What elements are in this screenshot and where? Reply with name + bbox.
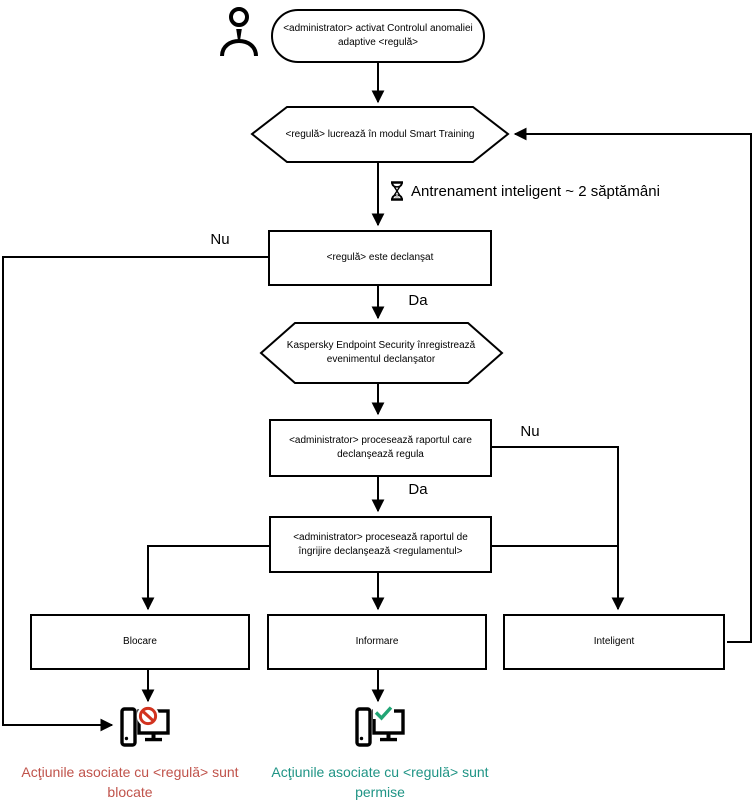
prohibit-icon: [142, 710, 154, 722]
edge-rule-nu-to-blocked-icon: [2, 256, 268, 732]
node-start-label: <administrator> activat Controlul anomal…: [283, 23, 473, 48]
node-admin-care-report: <administrator> procesează raportul de î…: [269, 516, 492, 573]
training-note-label: Antrenament inteligent ~ 2 săptămâni: [411, 182, 660, 200]
node-start: <administrator> activat Controlul anomal…: [271, 9, 485, 63]
node-rule-triggered: <regulă> este declanşat: [268, 230, 492, 286]
hexagon-smart-training: [250, 106, 510, 163]
node-admin-report: <administrator> procesează raportul care…: [269, 419, 492, 477]
node-block-label: Blocare: [123, 636, 157, 647]
label-nu-right: Nu: [520, 423, 540, 440]
node-smart-training: <regulă> lucrează în modul Smart Trainin…: [262, 107, 498, 162]
edge-smart-loop-back: [513, 127, 752, 643]
training-note: Antrenament inteligent ~ 2 săptămâni: [390, 181, 660, 201]
label-nu-left: Nu: [210, 231, 230, 248]
label-da-report: Da: [408, 481, 428, 498]
computer-blocked-icon: [119, 704, 171, 749]
hourglass-icon: [390, 181, 404, 201]
administrator-icon: [219, 6, 259, 57]
edge-admin-report-nu-to-smart: [492, 446, 625, 611]
node-kes-registers-label: Kaspersky Endpoint Security înregistreaz…: [286, 340, 476, 365]
node-kes-registers: Kaspersky Endpoint Security înregistreaz…: [273, 323, 489, 383]
node-block: Blocare: [30, 614, 250, 670]
computer-allowed-icon: [354, 705, 406, 749]
node-smart: Inteligent: [503, 614, 725, 670]
node-smart-label: Inteligent: [593, 636, 635, 647]
node-inform: Informare: [267, 614, 487, 670]
node-smart-training-label: <regulă> lucrează în modul Smart Trainin…: [285, 128, 475, 140]
node-admin-care-report-label: <administrator> procesează raportul de î…: [293, 531, 468, 557]
caption-allowed: Acţiunile asociate cu <regulă> sunt perm…: [271, 764, 489, 801]
label-da-rule: Da: [408, 292, 428, 309]
caption-blocked: Acţiunile asociate cu <regulă> sunt bloc…: [21, 764, 239, 801]
hexagon-kes-registers: [259, 322, 504, 384]
node-admin-report-label: <administrator> procesează raportul care…: [289, 435, 472, 460]
edge-care-to-block: [141, 545, 269, 611]
check-icon: [374, 706, 393, 721]
node-inform-label: Informare: [355, 636, 399, 647]
node-rule-triggered-label: <regulă> este declanşat: [326, 252, 434, 263]
